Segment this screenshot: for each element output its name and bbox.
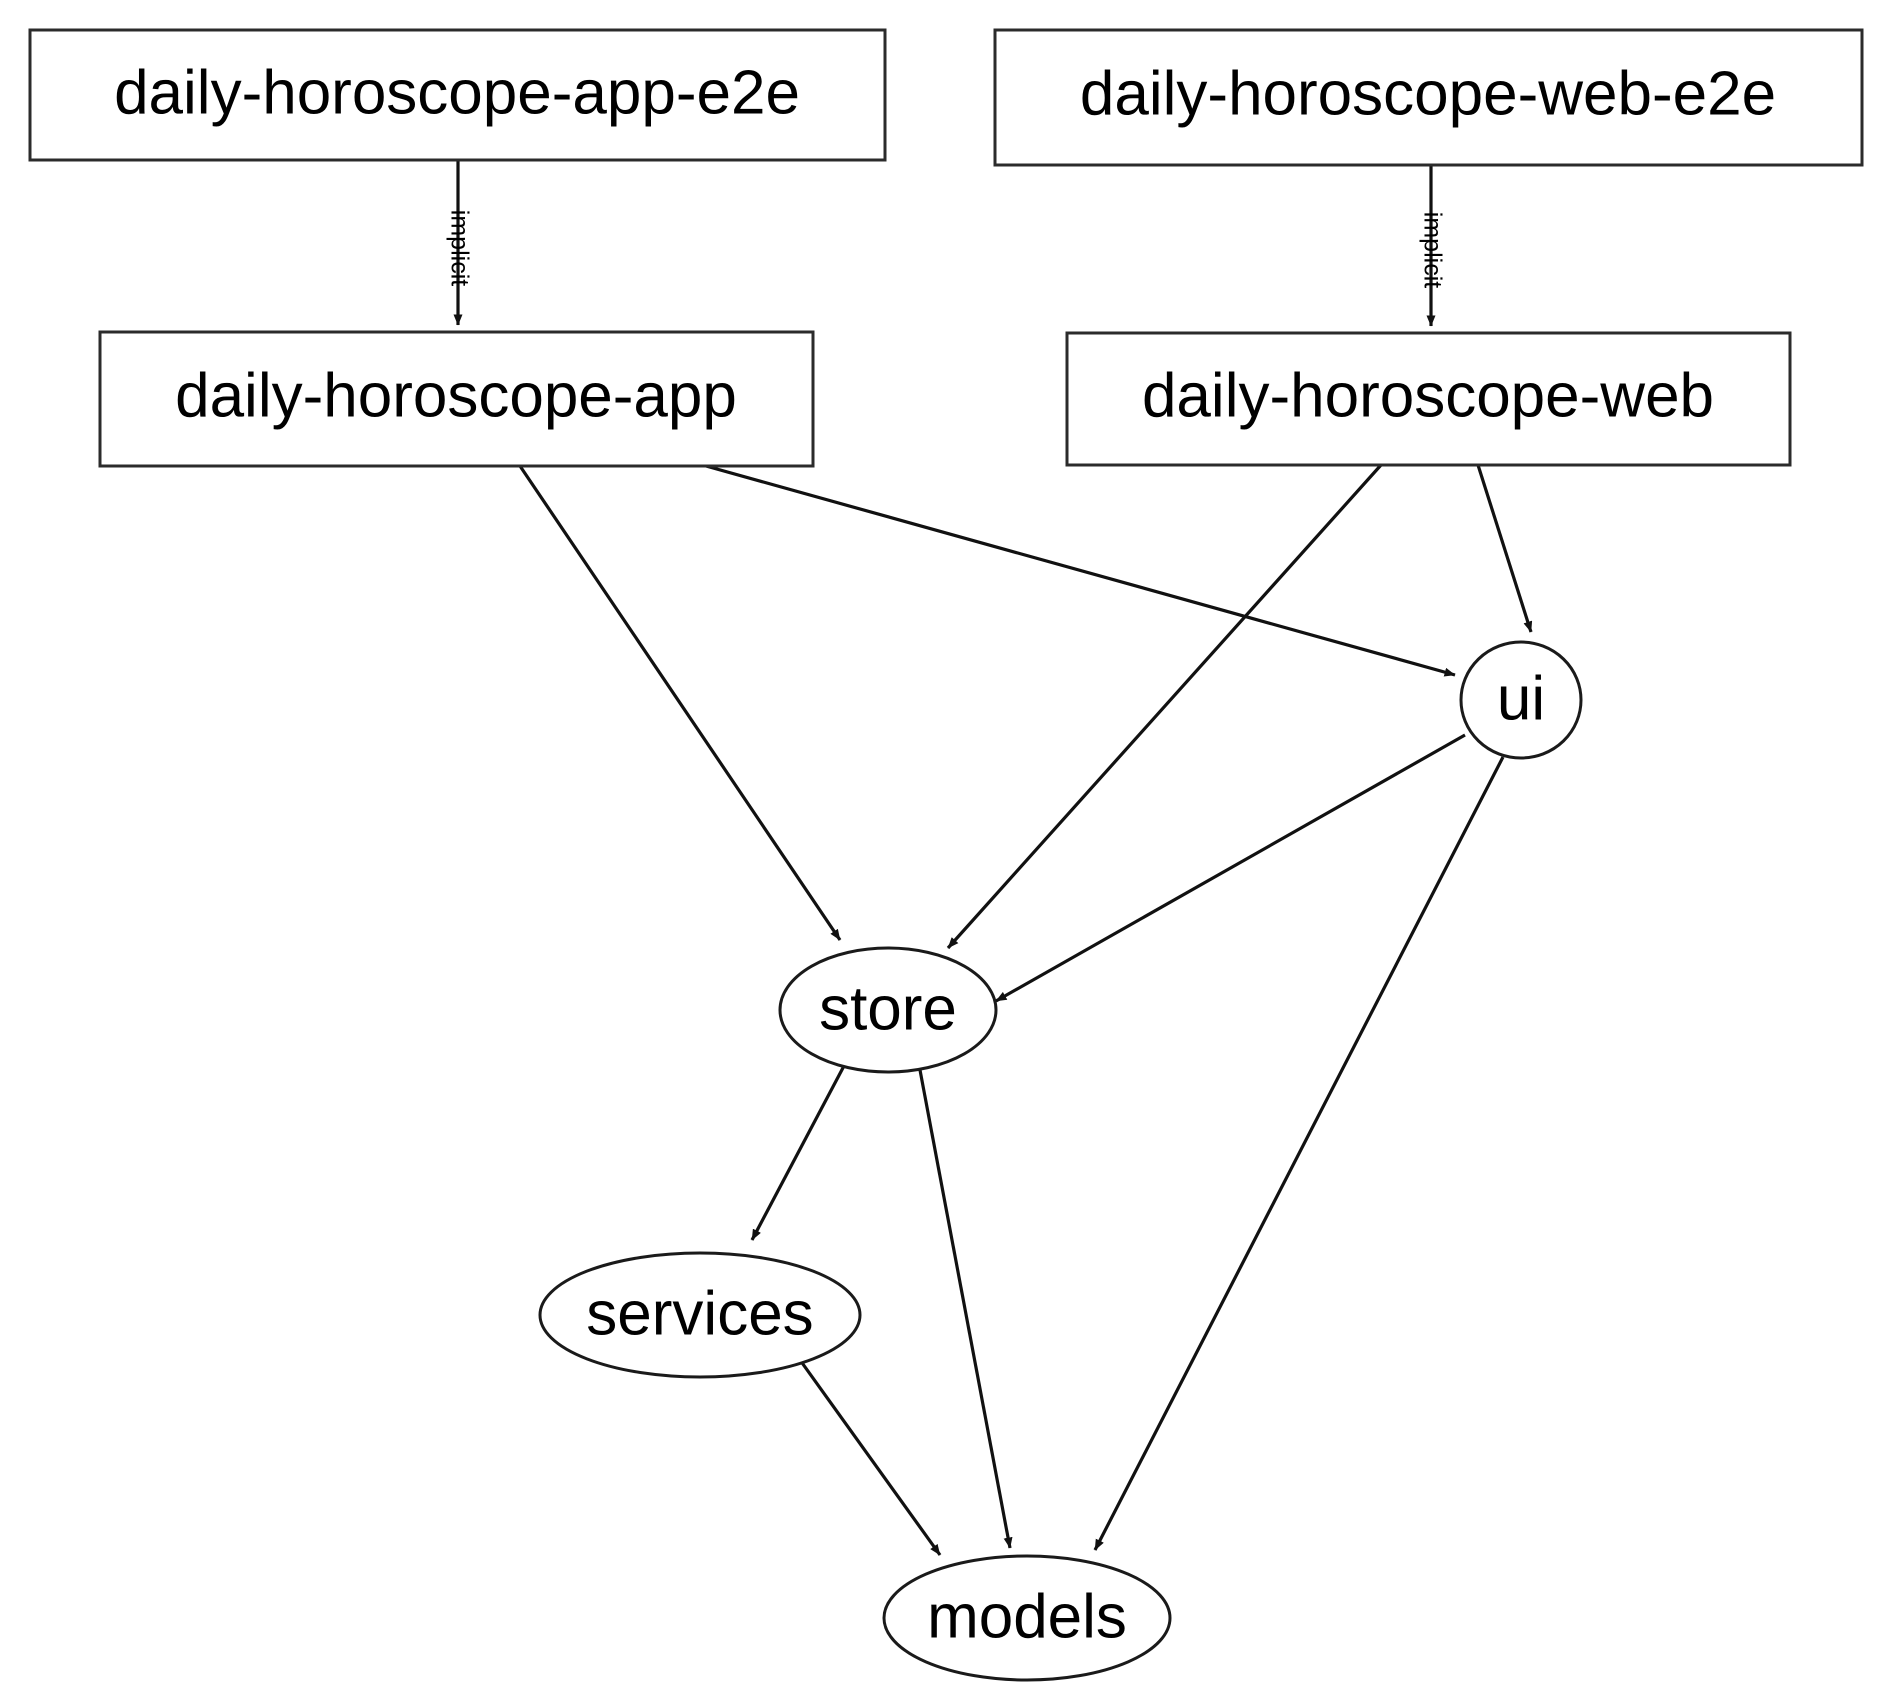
node-daily-horoscope-app-e2e[interactable]: daily-horoscope-app-e2e xyxy=(28,28,887,162)
node-label-store: store xyxy=(819,974,957,1043)
node-daily-horoscope-web-e2e[interactable]: daily-horoscope-web-e2e xyxy=(993,28,1864,167)
node-ui[interactable]: ui xyxy=(1459,640,1583,760)
edge-app-to-ui xyxy=(705,464,1456,677)
edge-services-to-models xyxy=(798,1359,942,1556)
edge-web-e2e-to-web: implicit xyxy=(1418,165,1446,327)
edge-app-e2e-to-app: implicit xyxy=(445,160,473,326)
edge-store-to-models xyxy=(918,1069,1013,1549)
nodes-layer: daily-horoscope-app-e2e daily-horoscope-… xyxy=(28,28,1864,1682)
edge-app-to-store xyxy=(518,465,842,941)
edge-label-implicit-web: implicit xyxy=(1418,212,1446,288)
edge-web-to-store xyxy=(946,463,1383,950)
node-models[interactable]: models xyxy=(882,1554,1172,1682)
edge-label-implicit-app: implicit xyxy=(445,210,473,286)
node-services[interactable]: services xyxy=(538,1251,862,1379)
edge-ui-to-store xyxy=(995,733,1466,1003)
node-label-services: services xyxy=(586,1279,813,1348)
edge-ui-to-models xyxy=(1093,756,1505,1551)
node-label-daily-horoscope-web-e2e: daily-horoscope-web-e2e xyxy=(1080,59,1776,128)
edge-store-to-services xyxy=(750,1063,847,1241)
node-label-models: models xyxy=(927,1582,1127,1651)
node-daily-horoscope-web[interactable]: daily-horoscope-web xyxy=(1065,331,1792,467)
edges-layer: implicit implicit xyxy=(445,160,1533,1556)
node-store[interactable]: store xyxy=(778,946,998,1074)
node-label-ui: ui xyxy=(1497,664,1545,733)
node-daily-horoscope-app[interactable]: daily-horoscope-app xyxy=(98,330,815,468)
edge-web-to-ui xyxy=(1476,464,1533,633)
node-label-daily-horoscope-app: daily-horoscope-app xyxy=(175,361,737,430)
node-label-daily-horoscope-app-e2e: daily-horoscope-app-e2e xyxy=(114,58,800,127)
node-label-daily-horoscope-web: daily-horoscope-web xyxy=(1142,361,1714,430)
